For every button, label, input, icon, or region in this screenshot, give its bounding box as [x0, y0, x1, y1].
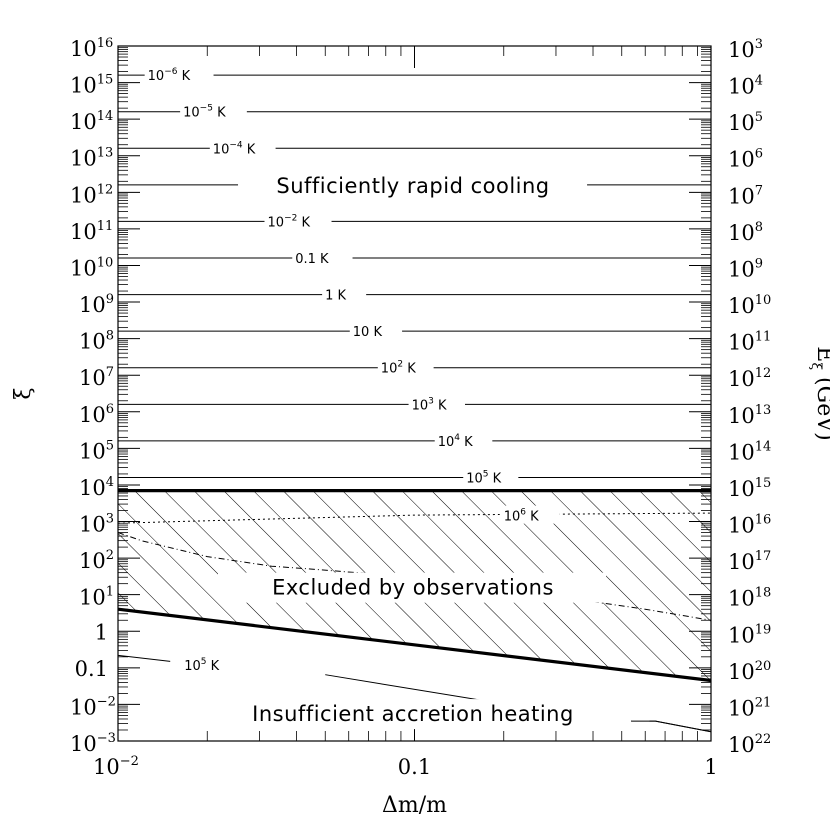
x-axis-title: Δm/m: [382, 793, 447, 818]
isotherm-label: 105 K: [466, 469, 501, 486]
isotherm-label: 0.1 K: [295, 252, 329, 267]
y-right-tick-label: 108: [728, 220, 763, 245]
y-right-tick-label: 1014: [728, 439, 771, 464]
region-label-top: Sufficiently rapid cooling: [276, 174, 549, 198]
y-right-tick-label: 107: [728, 183, 763, 208]
y-right-tick-label: 1020: [728, 659, 771, 684]
y-right-tick-label: 1017: [728, 549, 771, 574]
y-tick-label: 109: [79, 292, 114, 317]
isotherm-label: 102 K: [381, 360, 416, 377]
y-tick-label: 102: [79, 548, 114, 573]
dash-dot-curve: [117, 532, 712, 621]
y-tick-label: 0.1: [75, 657, 108, 681]
y-tick-label: 1011: [70, 219, 113, 244]
y-tick-label: 10−3: [70, 731, 116, 756]
isotherm-label: 104 K: [438, 433, 473, 450]
isotherm-label: 10−2 K: [268, 213, 311, 230]
y-tick-label: 1012: [70, 182, 113, 207]
isotherm-label: 1 K: [325, 289, 346, 304]
y-right-tick-label: 105: [728, 110, 763, 135]
y-right-tick-label: 1010: [728, 293, 771, 318]
x-tick-label: 0.1: [398, 755, 431, 779]
y-right-tick-label: 104: [728, 74, 763, 99]
y-right-tick-label: 1015: [728, 476, 771, 501]
y-tick-label: 1: [95, 620, 108, 644]
isotherm-bottom-label: 105 K: [184, 657, 219, 674]
isotherm-label: 10−5 K: [183, 104, 226, 121]
y-tick-label: 107: [79, 365, 114, 390]
region-label-bottom: Insufficient accretion heating: [252, 702, 574, 726]
y-tick-label: 1010: [70, 255, 113, 280]
y-right-tick-label: 1021: [728, 695, 771, 720]
y-axis-title-right: Eξ (GeV): [808, 346, 830, 440]
region-label-middle: Excluded by observations: [272, 576, 554, 600]
labels-layer: 10−6 K 10−5 K 10−4 K 10−2 K 0.1 K 1 K 10 K 102 …: [11, 36, 830, 818]
x-tick-label: 10−2: [93, 754, 139, 779]
label-bg: [499, 505, 560, 524]
y-right-tick-label: 106: [728, 147, 763, 172]
isotherm-1e6-label: 106 K: [504, 508, 539, 525]
y-right-tick-label: 103: [728, 37, 763, 62]
isotherm-label: 10−6 K: [148, 67, 191, 84]
y-tick-label: 101: [79, 585, 114, 610]
y-tick-label: 106: [79, 402, 114, 427]
y-right-tick-label: 1012: [728, 366, 771, 391]
y-right-tick-label: 1016: [728, 513, 771, 538]
y-right-tick-label: 1013: [728, 403, 771, 428]
y-tick-label: 1014: [70, 109, 113, 134]
y-tick-label: 1016: [70, 36, 113, 61]
isotherm-bottom-curve: [649, 720, 712, 733]
y-tick-label: 108: [79, 329, 114, 354]
y-right-tick-label: 1022: [728, 732, 771, 757]
isotherm-label: 10−4 K: [213, 140, 256, 157]
y-right-tick-label: 109: [728, 256, 763, 281]
axes-layer: [117, 45, 712, 742]
y-tick-label: 103: [79, 512, 114, 537]
label-bg: [193, 699, 631, 730]
isotherm-1e6-curve: [117, 512, 712, 524]
y-axis-title-left: ξ: [11, 387, 36, 399]
y-right-tick-label: 1018: [728, 586, 771, 611]
y-tick-label: 1013: [70, 146, 113, 171]
x-tick-label: 1: [704, 755, 717, 779]
isotherm-label: 103 K: [412, 396, 447, 413]
lower-boundary-line: [117, 607, 712, 683]
isotherm-label: 10 K: [353, 325, 383, 340]
label-bg: [218, 572, 606, 603]
y-tick-label: 104: [79, 475, 114, 500]
y-tick-label: 10−2: [70, 694, 116, 719]
y-right-tick-label: 1011: [728, 330, 771, 355]
y-tick-label: 1015: [70, 73, 113, 98]
isotherm-bottom-curve: [117, 654, 171, 662]
y-right-tick-label: 1019: [728, 622, 771, 647]
y-tick-label: 105: [79, 438, 114, 463]
